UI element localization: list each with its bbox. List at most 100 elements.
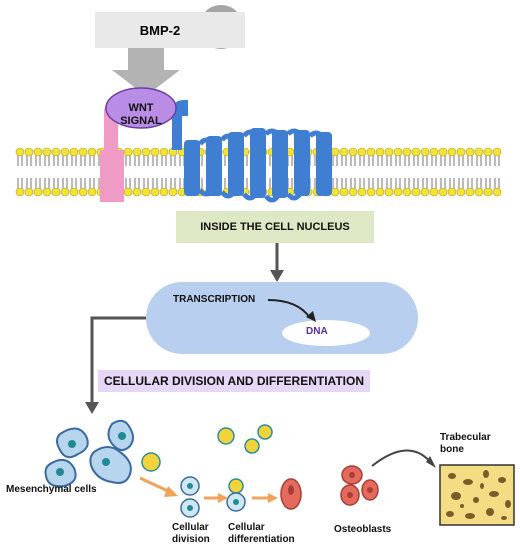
lipid-head: [42, 187, 52, 197]
lipid-head: [438, 147, 448, 157]
lipid-head: [339, 147, 349, 157]
lipid-head: [87, 187, 97, 197]
bone-pore: [480, 483, 484, 489]
lipid-head: [483, 147, 493, 157]
nucleus-arrow: [270, 243, 284, 282]
lipid-head: [447, 147, 457, 157]
lipid-head: [87, 147, 97, 157]
lipid-head: [411, 187, 421, 197]
lipid-head: [51, 147, 61, 157]
bone-pore: [463, 479, 473, 485]
lipid-head: [69, 187, 79, 197]
lipid-head: [69, 147, 79, 157]
bone-pore: [451, 492, 461, 500]
lipid-head: [150, 147, 160, 157]
lipid-head: [492, 187, 502, 197]
nucleus-box: INSIDE THE CELL NUCLEUS: [176, 211, 374, 243]
wnt-line1: WNT: [128, 102, 154, 114]
lipid-head: [438, 187, 448, 197]
bone-pore: [473, 497, 479, 503]
lipid-head: [384, 147, 394, 157]
lipid-head: [24, 187, 34, 197]
bone-pore: [505, 500, 511, 508]
cell-differentiation-line2: differentiation: [228, 534, 295, 545]
lipid-head: [402, 187, 412, 197]
dna-ellipse: [282, 320, 370, 346]
wnt-signal-ellipse: [105, 87, 177, 129]
bone-arrow: [371, 449, 433, 467]
lipid-head: [429, 187, 439, 197]
lipid-head: [411, 147, 421, 157]
bone-pore: [483, 470, 489, 478]
lipid-head: [474, 147, 484, 157]
lipid-head: [141, 187, 151, 197]
trabecular-label: Trabecular bone: [440, 432, 491, 456]
lipid-head: [330, 187, 340, 197]
lipid-head: [357, 147, 367, 157]
bone-pore: [446, 511, 454, 517]
lipid-head: [465, 147, 475, 157]
cell-differentiation-label: Cellular differentiation: [228, 522, 295, 546]
lipid-head: [465, 187, 475, 197]
division-label: CELLULAR DIVISION AND DIFFERENTIATION: [104, 374, 364, 388]
mesenchymal-label: Mesenchymal cells: [6, 484, 97, 495]
bmp-down-arrow: [112, 48, 180, 96]
lipid-head: [483, 187, 493, 197]
lipid-head: [375, 187, 385, 197]
lipid-head: [159, 147, 169, 157]
bone-pore: [501, 516, 507, 520]
transcription-arrow: [267, 299, 311, 319]
lipid-head: [420, 147, 430, 157]
lipid-head: [366, 187, 376, 197]
lipid-head: [132, 187, 142, 197]
dividing-cells: [180, 476, 246, 518]
lipid-head: [141, 147, 151, 157]
cell-division-label: Cellular division: [172, 522, 210, 546]
lipid-head: [402, 147, 412, 157]
bone-pore: [498, 477, 506, 483]
lipid-head: [474, 187, 484, 197]
lipid-head: [375, 147, 385, 157]
lipid-head: [123, 187, 133, 197]
lipid-head: [393, 147, 403, 157]
osteoblasts-label: Osteoblasts: [334, 524, 392, 535]
lipid-head: [348, 147, 358, 157]
orange-arrows: [139, 476, 278, 503]
cell-division-line2: division: [172, 534, 210, 545]
lipid-head: [123, 147, 133, 157]
nucleus-oval: [146, 282, 418, 354]
bmp2-box: BMP-2: [95, 12, 245, 48]
lipid-head: [24, 147, 34, 157]
lipid-head: [429, 147, 439, 157]
trabecular-line1: Trabecular: [440, 432, 491, 443]
osteoblasts: [340, 465, 379, 506]
lipid-head: [132, 147, 142, 157]
transcription-label: TRANSCRIPTION: [173, 294, 256, 305]
bone-pore: [486, 508, 494, 516]
bone-pore: [448, 473, 456, 479]
lipid-head: [60, 187, 70, 197]
cell-division-line1: Cellular: [172, 522, 209, 533]
lipid-head: [42, 147, 52, 157]
lipid-head: [15, 147, 25, 157]
lipid-head: [393, 187, 403, 197]
lipid-head: [447, 187, 457, 197]
lipid-head: [150, 187, 160, 197]
nucleus-label: INSIDE THE CELL NUCLEUS: [200, 221, 350, 233]
lipid-head: [339, 187, 349, 197]
lipid-head: [51, 187, 61, 197]
lipid-head: [492, 147, 502, 157]
bmp-clumps: [141, 424, 273, 494]
lipid-head: [78, 147, 88, 157]
wnt-line2: SIGNAL: [120, 115, 162, 127]
cell-differentiation-line1: Cellular: [228, 522, 265, 533]
lipid-head: [15, 187, 25, 197]
lipid-head: [33, 147, 43, 157]
lipid-head: [348, 187, 358, 197]
elbow-arrow: [85, 316, 146, 414]
lipid-head: [357, 187, 367, 197]
lipid-head: [366, 147, 376, 157]
lipid-head: [159, 187, 169, 197]
trabecular-bone: [439, 464, 515, 526]
lipid-head: [420, 187, 430, 197]
